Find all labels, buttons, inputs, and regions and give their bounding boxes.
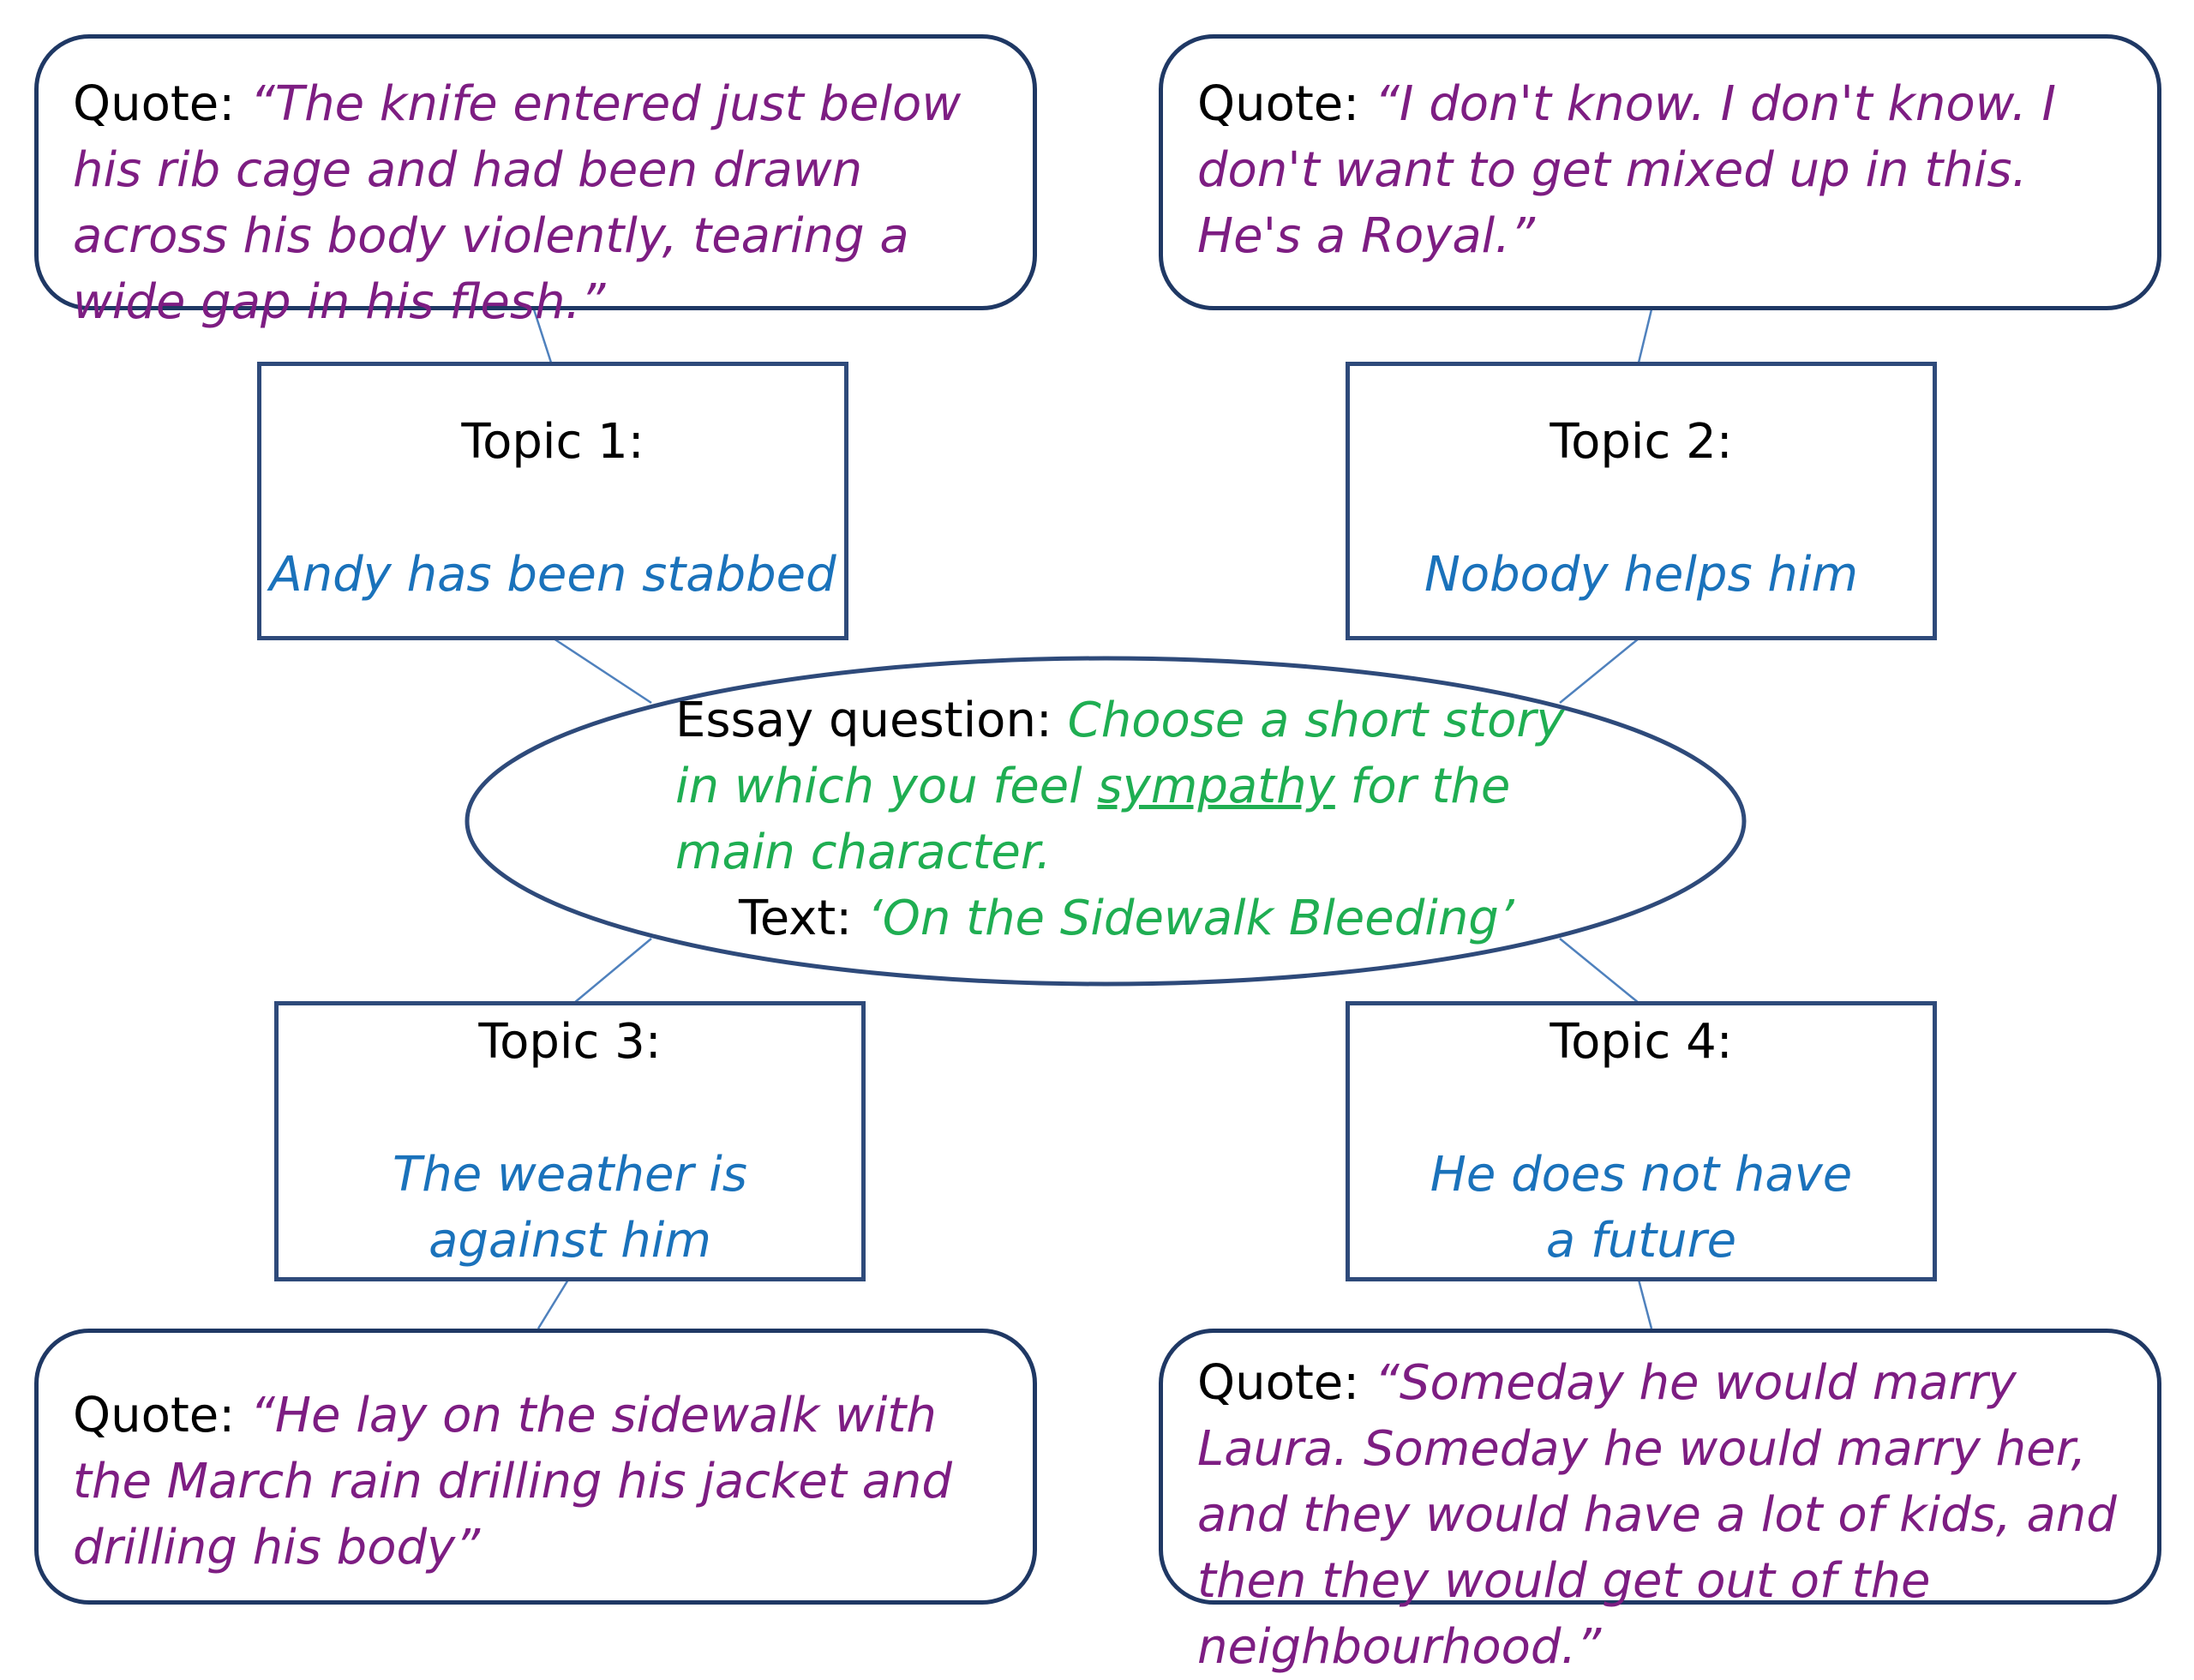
topic-text: Nobody helps him: [1424, 547, 1859, 603]
quote-label: Quote:: [1197, 1355, 1360, 1411]
connector-center-topic3: [573, 938, 652, 1004]
essay-text: for the: [1350, 759, 1511, 814]
connectors: [532, 309, 1653, 1329]
quote-text: “He lay on the sidewalk with the March r…: [73, 1388, 952, 1575]
topic-text: He does not have a future: [1430, 1147, 1853, 1269]
essay-underlined-word: sympathy: [1097, 759, 1335, 814]
connector-center-topic4: [1559, 938, 1640, 1004]
connector-topic4-quote4: [1637, 1279, 1653, 1329]
topic-box-1: Topic 1: Andy has been stabbed: [257, 362, 848, 640]
quote-label: Quote:: [73, 1388, 236, 1443]
essay-line-2: in which you feel sympathy for the: [675, 753, 1532, 819]
connector-topic2-center: [1559, 638, 1640, 704]
topic-box-2: Topic 2: Nobody helps him: [1346, 362, 1937, 640]
text-label: Text:: [739, 891, 853, 946]
topic-box-3: Topic 3: The weather is against him: [274, 1001, 866, 1281]
text-title: ‘On the Sidewalk Bleeding’: [866, 891, 1514, 946]
quote-label: Quote:: [73, 76, 236, 132]
connector-quote2-topic2: [1637, 309, 1653, 363]
essay-text: in which you feel: [675, 759, 1082, 814]
connector-topic1-center: [553, 637, 652, 705]
quote-label: Quote:: [1197, 76, 1360, 132]
quote-text: “The knife entered just below his rib ca…: [73, 76, 962, 330]
quote-box-4: Quote: “Someday he would marry Laura. So…: [1159, 1329, 2161, 1675]
connector-topic3-quote3: [537, 1279, 570, 1329]
essay-label: Essay question:: [675, 693, 1052, 748]
quote-box-2: Quote: “I don't know. I don't know. I do…: [1159, 34, 2161, 310]
topic-title: Topic 2:: [1550, 414, 1733, 470]
essay-line-3: main character.: [675, 825, 1052, 880]
topic-title: Topic 1:: [461, 414, 644, 470]
connector-quote1-topic1: [532, 309, 553, 363]
essay-line-1: Essay question: Choose a short story: [675, 687, 1565, 753]
quote-text: “I don't know. I don't know. I don't wan…: [1197, 76, 2056, 264]
essay-text: Choose a short story: [1067, 693, 1565, 748]
topic-title: Topic 4:: [1550, 1014, 1733, 1070]
topic-box-4: Topic 4: He does not have a future: [1346, 1001, 1937, 1281]
topic-title: Topic 3:: [478, 1014, 662, 1070]
essay-question: Essay question: Choose a short story in …: [675, 687, 1565, 951]
topic-text: The weather is against him: [393, 1147, 747, 1269]
topic-text: Andy has been stabbed: [269, 547, 836, 603]
quote-text: “Someday he would marry Laura. Someday h…: [1197, 1355, 2117, 1675]
quote-box-3: Quote: “He lay on the sidewalk with the …: [34, 1329, 1037, 1605]
essay-ellipse: [465, 656, 1747, 987]
essay-line-4: Text: ‘On the Sidewalk Bleeding’: [675, 885, 1532, 951]
mind-map-diagram: [465, 309, 1747, 1329]
quote-box-1: Quote: “The knife entered just below his…: [34, 34, 1037, 330]
